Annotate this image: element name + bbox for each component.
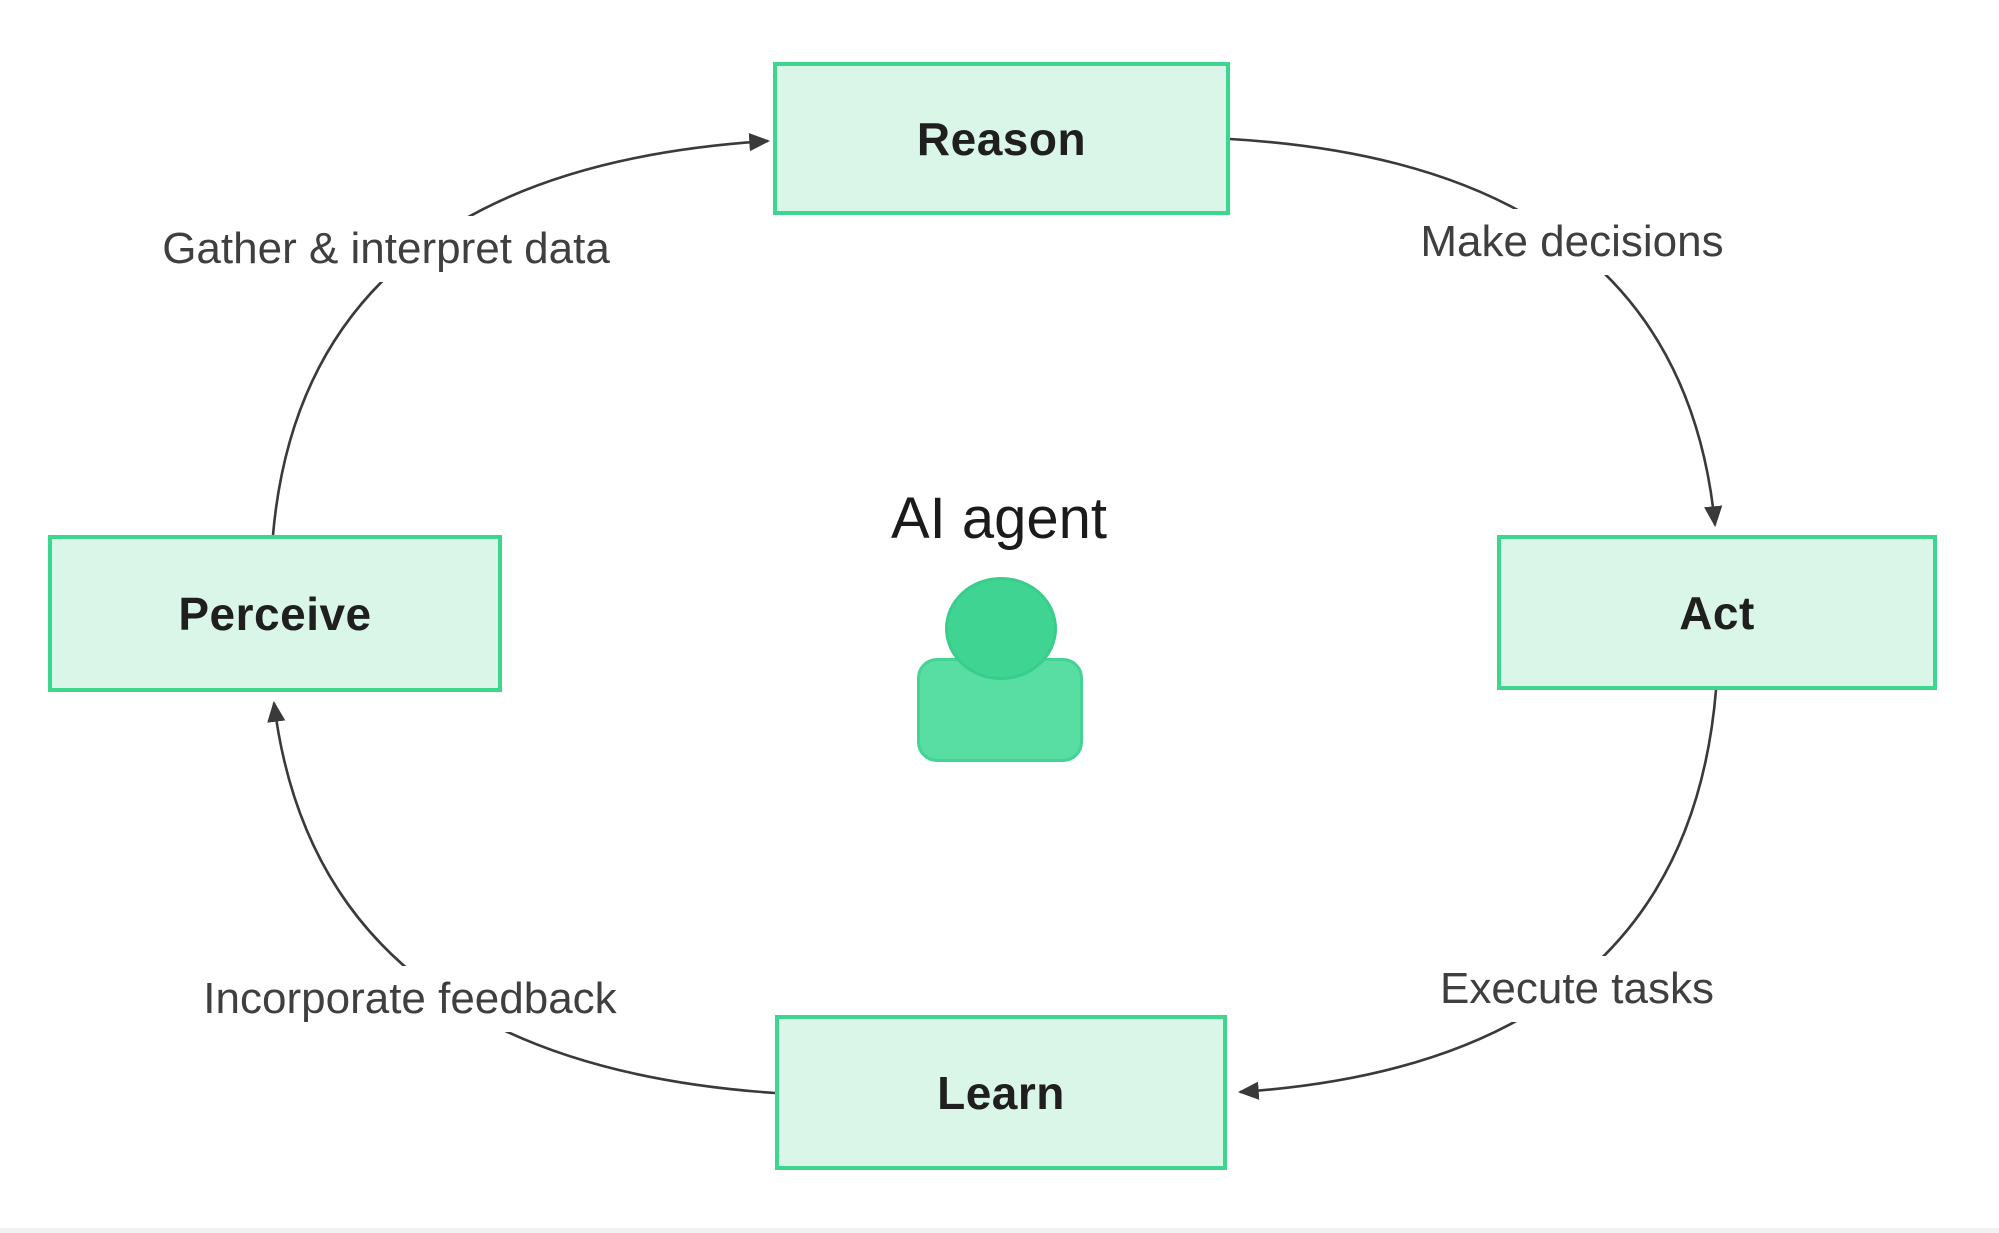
bottom-divider: [0, 1228, 1999, 1233]
edge-perceive-to-reason: [271, 133, 771, 536]
edge-reason-to-act: [1229, 137, 1723, 528]
node-reason: Reason: [773, 62, 1230, 215]
node-act: Act: [1497, 535, 1937, 690]
node-perceive-label: Perceive: [178, 587, 372, 640]
edge-act-to-learn: [1237, 689, 1718, 1100]
edge-learn-to-perceive: [267, 700, 776, 1095]
node-learn: Learn: [775, 1015, 1227, 1170]
edge-label-incorporate-feedback: Incorporate feedback: [187, 966, 633, 1032]
edge-label-make-decisions: Make decisions: [1404, 209, 1740, 275]
edge-label-execute-tasks: Execute tasks: [1424, 956, 1730, 1022]
node-perceive: Perceive: [48, 535, 502, 692]
node-learn-label: Learn: [937, 1066, 1065, 1119]
node-act-label: Act: [1679, 586, 1755, 639]
edge-label-gather-interpret-data: Gather & interpret data: [146, 216, 626, 282]
center-title-ai-agent: AI agent: [890, 486, 1108, 551]
node-reason-label: Reason: [916, 112, 1087, 165]
person-icon-head: [945, 577, 1057, 680]
